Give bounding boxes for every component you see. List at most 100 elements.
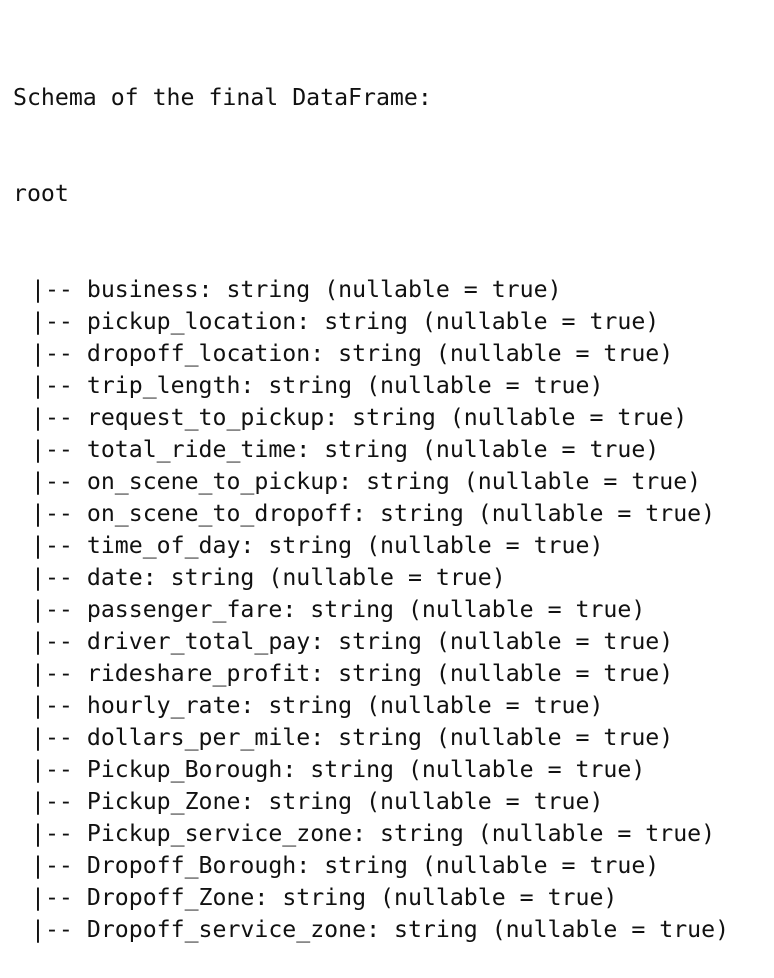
field-nullable: (nullable = true) <box>421 436 660 463</box>
field-type: string <box>338 340 422 367</box>
field-nullable: (nullable = true) <box>366 532 604 559</box>
schema-field-row: |-- date: string (nullable = true) <box>13 562 774 594</box>
schema-field-row: |-- Pickup_Zone: string (nullable = true… <box>13 786 774 818</box>
field-type: string <box>226 276 311 303</box>
schema-root-label: root <box>13 180 69 207</box>
field-separator: : <box>352 500 381 527</box>
field-nullable: (nullable = true) <box>421 852 660 879</box>
field-separator: : <box>296 308 325 335</box>
schema-field-row: |-- dropoff_location: string (nullable =… <box>13 338 774 370</box>
schema-field-row: |-- Dropoff_service_zone: string (nullab… <box>13 914 774 946</box>
field-type: string <box>310 756 394 783</box>
field-separator: : <box>282 756 311 783</box>
field-nullable: (nullable = true) <box>366 372 604 399</box>
field-nullable: (nullable = true) <box>380 884 618 911</box>
tree-branch-prefix: |-- <box>31 372 73 399</box>
schema-field-row: |-- request_to_pickup: string (nullable … <box>13 402 774 434</box>
schema-field-row: |-- business: string (nullable = true) <box>13 274 774 306</box>
field-separator: : <box>296 852 325 879</box>
field-name: trip_length <box>86 372 241 399</box>
field-separator: : <box>240 532 269 559</box>
tree-branch-prefix: |-- <box>31 820 73 847</box>
field-nullable: (nullable = true) <box>477 500 716 527</box>
field-nullable: (nullable = true) <box>435 628 674 655</box>
field-separator: : <box>198 276 227 303</box>
field-nullable: (nullable = true) <box>407 596 646 623</box>
field-type: string <box>268 788 353 815</box>
field-separator: : <box>366 916 394 943</box>
schema-output: Schema of the final DataFrame: root |-- … <box>13 84 729 943</box>
field-nullable: (nullable = true) <box>407 756 646 783</box>
schema-field-row: |-- total_ride_time: string (nullable = … <box>13 434 774 466</box>
field-separator: : <box>142 564 171 591</box>
tree-branch-prefix: |-- <box>31 756 73 783</box>
field-separator: : <box>310 724 339 751</box>
tree-branch-prefix: |-- <box>31 884 73 911</box>
field-type: string <box>282 884 367 911</box>
tree-branch-prefix: |-- <box>31 692 73 719</box>
field-nullable: (nullable = true) <box>463 468 702 495</box>
field-name: date <box>86 564 143 591</box>
field-type: string <box>310 596 394 623</box>
field-name: Pickup_service_zone <box>86 820 353 847</box>
schema-field-row: |-- pickup_location: string (nullable = … <box>13 306 774 338</box>
field-type: string <box>324 852 408 879</box>
field-separator: : <box>240 372 269 399</box>
field-name: Pickup_Borough <box>86 756 283 783</box>
field-name: Dropoff_Borough <box>86 852 297 879</box>
field-separator: : <box>310 660 339 687</box>
field-type: string <box>366 468 450 495</box>
field-separator: : <box>254 884 283 911</box>
schema-field-row: |-- time_of_day: string (nullable = true… <box>13 530 774 562</box>
field-type: string <box>338 660 422 687</box>
field-name: Dropoff_Zone <box>86 884 255 911</box>
tree-branch-prefix: |-- <box>31 404 73 431</box>
field-type: string <box>352 404 436 431</box>
schema-field-row: |-- trip_length: string (nullable = true… <box>13 370 774 402</box>
field-name: on_scene_to_pickup <box>86 468 339 495</box>
field-nullable: (nullable = true) <box>435 724 674 751</box>
field-separator: : <box>282 596 311 623</box>
schema-field-row: |-- driver_total_pay: string (nullable =… <box>13 626 774 658</box>
field-separator: : <box>352 820 381 847</box>
schema-field-row: |-- passenger_fare: string (nullable = t… <box>13 594 774 626</box>
schema-field-row: |-- Dropoff_Borough: string (nullable = … <box>13 850 774 882</box>
schema-field-row: |-- rideshare_profit: string (nullable =… <box>13 658 774 690</box>
field-nullable: (nullable = true) <box>477 820 716 847</box>
field-name: pickup_location <box>86 308 297 335</box>
tree-branch-prefix: |-- <box>31 628 73 655</box>
field-name: on_scene_to_dropoff <box>86 500 353 527</box>
schema-field-row: |-- on_scene_to_dropoff: string (nullabl… <box>13 498 774 530</box>
field-name: total_ride_time <box>86 436 297 463</box>
field-nullable: (nullable = true) <box>366 692 604 719</box>
tree-branch-prefix: |-- <box>31 308 73 335</box>
field-type: string <box>380 500 464 527</box>
field-type: string <box>380 820 464 847</box>
field-name: Pickup_Zone <box>86 788 241 815</box>
field-type: string <box>324 436 408 463</box>
field-name: business <box>86 276 199 303</box>
field-type: string <box>268 692 353 719</box>
field-name: Dropoff_service_zone <box>86 916 367 943</box>
field-separator: : <box>240 692 269 719</box>
tree-branch-prefix: |-- <box>31 276 73 303</box>
field-name: passenger_fare <box>86 596 283 623</box>
field-nullable: (nullable = true) <box>324 276 562 303</box>
tree-branch-prefix: |-- <box>31 852 73 879</box>
field-nullable: (nullable = true) <box>421 308 660 335</box>
field-nullable: (nullable = true) <box>366 788 604 815</box>
field-separator: : <box>324 404 353 431</box>
tree-branch-prefix: |-- <box>31 788 73 815</box>
field-name: driver_total_pay <box>86 628 311 655</box>
schema-field-list: |-- business: string (nullable = true)|-… <box>13 274 774 946</box>
schema-field-row: |-- dollars_per_mile: string (nullable =… <box>13 722 774 754</box>
field-name: dollars_per_mile <box>86 724 311 751</box>
field-type: string <box>338 724 422 751</box>
field-nullable: (nullable = true) <box>268 564 506 591</box>
tree-branch-prefix: |-- <box>31 436 73 463</box>
tree-branch-prefix: |-- <box>31 500 73 527</box>
tree-branch-prefix: |-- <box>31 564 73 591</box>
field-type: string <box>170 564 255 591</box>
field-name: time_of_day <box>86 532 241 559</box>
field-separator: : <box>338 468 367 495</box>
